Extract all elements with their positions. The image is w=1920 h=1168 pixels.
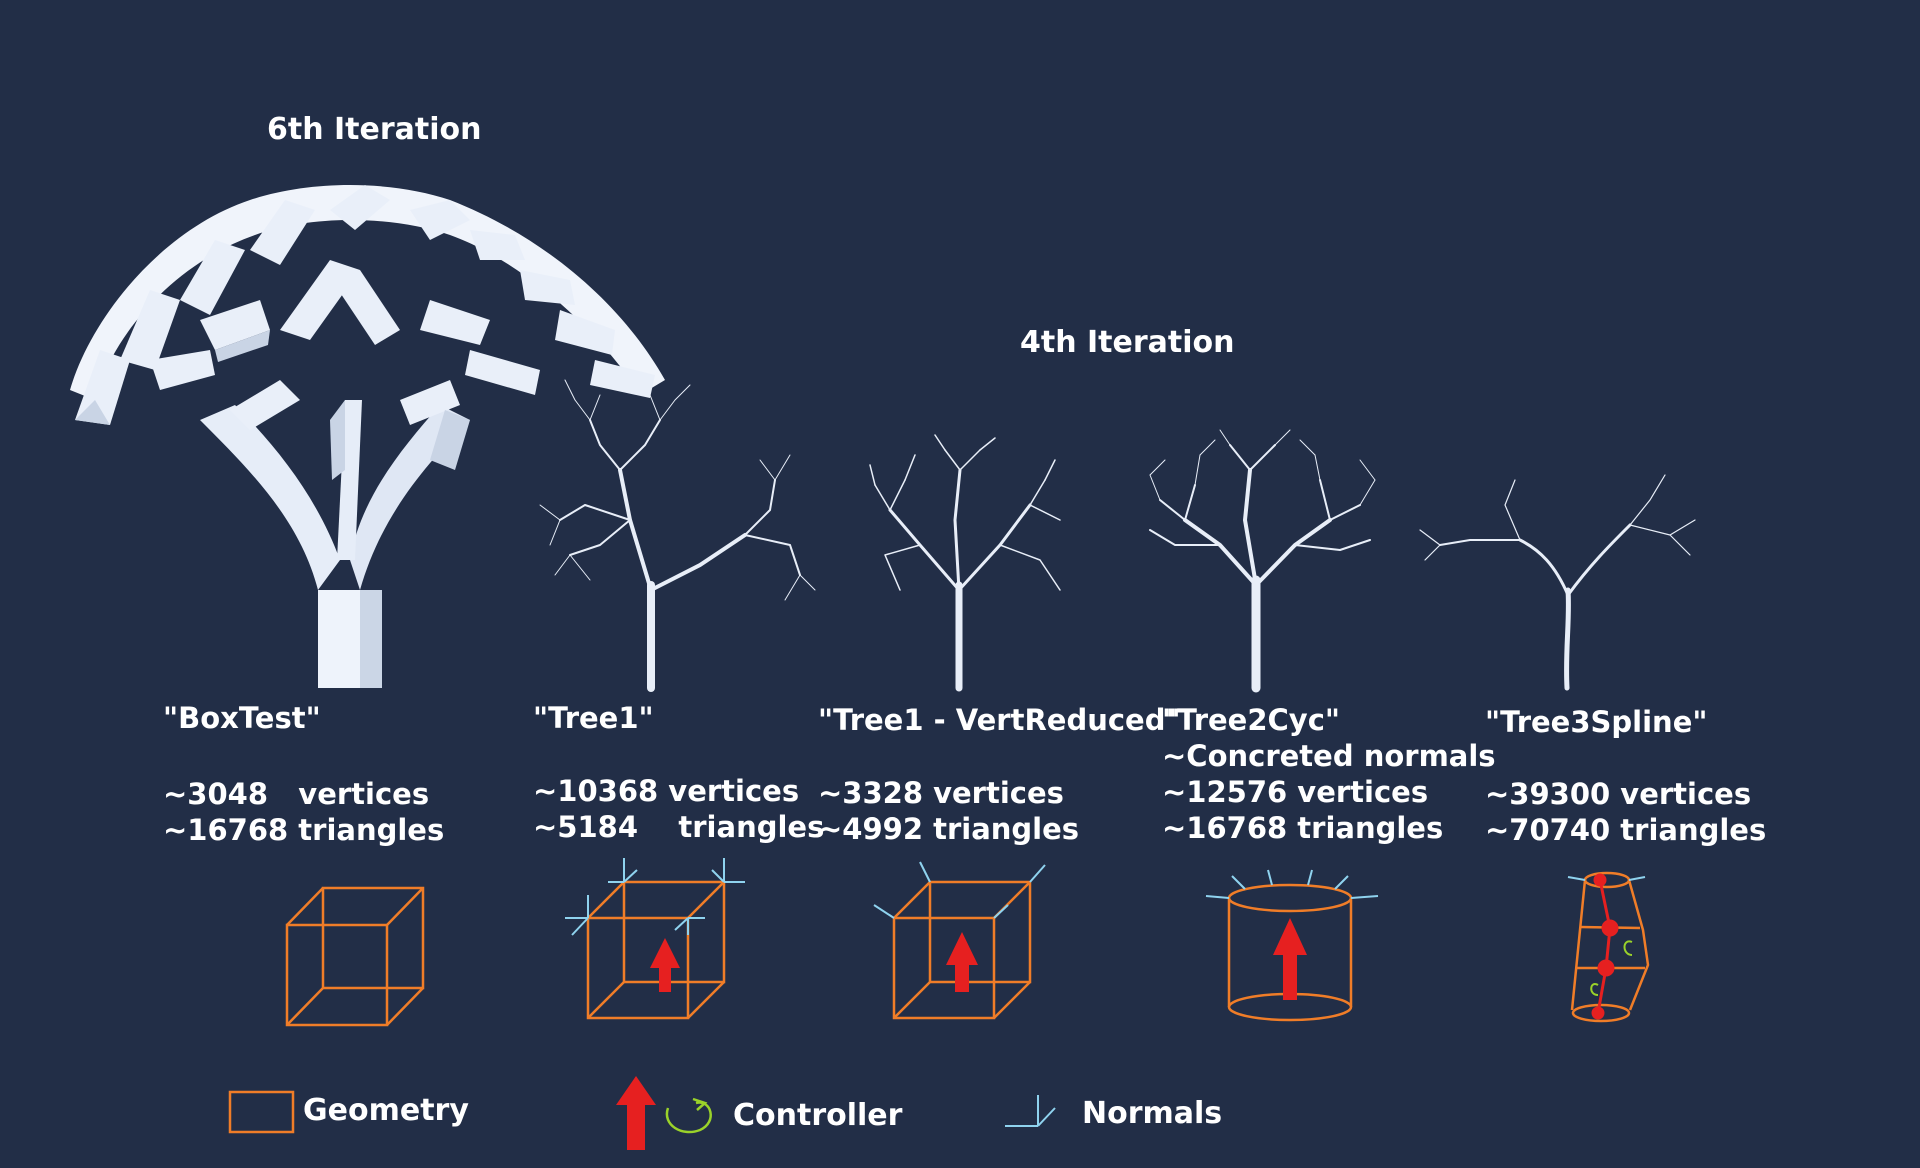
legend-normals-label: Normals	[1082, 1096, 1223, 1131]
heading-4th-iteration: 4th Iteration	[1020, 325, 1235, 360]
cylinder-with-normals-and-controller-icon	[1205, 869, 1379, 1022]
heading-6th-iteration: 6th Iteration	[267, 112, 482, 147]
tree3spline-render	[1419, 474, 1696, 691]
model-name-tree1: "Tree1"	[533, 701, 654, 735]
model-name-tree3spline: "Tree3Spline"	[1485, 705, 1708, 739]
legend-controller-label: Controller	[733, 1098, 903, 1133]
legend-controller-rotate-icon	[665, 1101, 712, 1134]
box-with-reduced-normals-and-controller-icon	[873, 861, 1046, 1020]
box-with-normals-and-controller-icon	[565, 858, 745, 1020]
legend-graphics	[228, 1076, 1056, 1150]
legend-controller-arrow-icon	[616, 1076, 656, 1150]
model-name-tree2cyc: "Tree2Cyc"	[1162, 703, 1341, 737]
model-stats-tree1: ~10368 vertices ~5184 triangles	[533, 774, 825, 844]
model-stats-tree3spline: ~39300 vertices ~70740 triangles	[1485, 777, 1767, 847]
model-name-tree1-vertreduced: "Tree1 - VertReduced"	[818, 703, 1181, 737]
model-name-boxtest: "BoxTest"	[163, 701, 321, 735]
model-note-tree2cyc: ~Concreted normals	[1162, 739, 1496, 773]
spline-segments-with-controllers-icon	[1567, 871, 1650, 1023]
box-geometry-icon	[285, 886, 425, 1027]
legend-geometry-label: Geometry	[303, 1093, 469, 1128]
tree1-vertreduced-render	[869, 434, 1061, 692]
model-stats-boxtest: ~3048 vertices ~16768 triangles	[163, 777, 445, 847]
tree1-render	[539, 379, 816, 692]
tree2cyc-render	[1149, 429, 1376, 693]
legend-geometry-icon	[228, 1090, 295, 1134]
model-stats-tree1-vertreduced: ~3328 vertices ~4992 triangles	[818, 776, 1080, 846]
legend-normals-icon	[1005, 1095, 1056, 1127]
boxtest-tree-render	[70, 185, 665, 688]
model-stats-tree2cyc: ~12576 vertices ~16768 triangles	[1162, 775, 1444, 845]
